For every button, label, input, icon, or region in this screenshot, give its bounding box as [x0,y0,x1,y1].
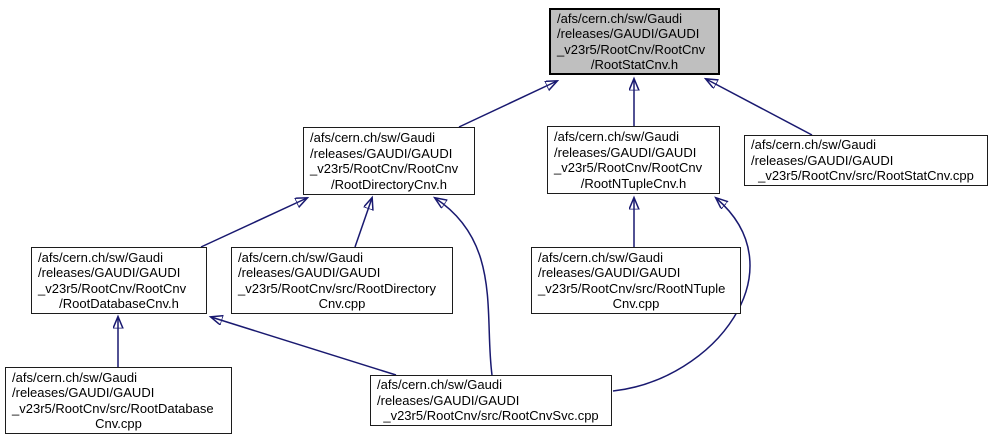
node-label-line: _v23r5/RootCnv/src/RootDatabase [12,400,214,416]
node-label-line: _v23r5/RootCnv/src/RootDirectory [238,280,436,296]
node-label-line: _v23r5/RootCnv/RootCnv [310,161,459,176]
node-label-line: /RootDatabaseCnv.h [59,296,179,311]
node-label-line: /afs/cern.ch/sw/Gaudi [557,10,682,26]
node-label-line: /releases/GAUDI/GAUDI [12,385,155,400]
node-label-line: _v23r5/RootCnv/src/RootStatCnv.cpp [758,168,974,184]
node-root-ntuple-cnv-h[interactable]: /afs/cern.ch/sw/Gaudi /releases/GAUDI/GA… [547,126,720,194]
node-label-line: Cnv.cpp [612,296,660,311]
node-label-line: /releases/GAUDI/GAUDI [554,144,697,160]
node-label-line: /releases/GAUDI/GAUDI [38,265,181,280]
node-label-line: /releases/GAUDI/GAUDI [557,26,700,41]
edge-rootstatcnv-cpp-to-rootstatcnv-h [706,79,813,136]
node-label-line: /afs/cern.ch/sw/Gaudi [377,377,502,393]
edge-rootdatabasecnv-h-to-rootdirectorycnv-h [200,198,307,248]
node-label-line: /afs/cern.ch/sw/Gaudi [12,369,137,385]
node-label-line: /afs/cern.ch/sw/Gaudi [538,249,663,265]
node-label-line: /releases/GAUDI/GAUDI [238,265,381,280]
node-label-line: _v23r5/RootCnv/RootCnv [554,160,703,175]
node-label-line: /afs/cern.ch/sw/Gaudi [554,129,679,144]
node-root-directory-cnv-h[interactable]: /afs/cern.ch/sw/Gaudi /releases/GAUDI/GA… [303,127,475,195]
node-label-line: _v23r5/RootCnv/RootCnv [38,280,187,296]
node-root-database-cnv-cpp[interactable]: /afs/cern.ch/sw/Gaudi /releases/GAUDI/GA… [5,367,232,434]
edge-rootcnvsvc-cpp-to-rootdatabasecnv-h [211,317,397,376]
node-label-line: /releases/GAUDI/GAUDI [538,265,681,280]
node-label-line: /releases/GAUDI/GAUDI [751,152,894,168]
node-label-line: /releases/GAUDI/GAUDI [377,392,520,408]
node-root-stat-cnv-cpp[interactable]: /afs/cern.ch/sw/Gaudi /releases/GAUDI/GA… [744,135,988,186]
node-root-ntuple-cnv-cpp[interactable]: /afs/cern.ch/sw/Gaudi /releases/GAUDI/GA… [531,247,741,314]
node-label-line: /afs/cern.ch/sw/Gaudi [751,137,876,153]
node-label-line: /RootDirectoryCnv.h [330,176,448,192]
node-label-line: /afs/cern.ch/sw/Gaudi [310,130,435,145]
node-label-line: /afs/cern.ch/sw/Gaudi [38,249,163,265]
edge-rootdirectorycnv-h-to-rootstatcnv-h [458,81,557,128]
node-root-database-cnv-h[interactable]: /afs/cern.ch/sw/Gaudi /releases/GAUDI/GA… [31,247,207,314]
node-root-directory-cnv-cpp[interactable]: /afs/cern.ch/sw/Gaudi /releases/GAUDI/GA… [231,247,453,314]
node-label-line: /releases/GAUDI/GAUDI [310,145,453,161]
node-label-line: _v23r5/RootCnv/src/RootNTuple [538,280,726,296]
node-root-cnv-svc-cpp[interactable]: /afs/cern.ch/sw/Gaudi /releases/GAUDI/GA… [370,375,612,426]
node-label-line: _v23r5/RootCnv/RootCnv [557,41,706,57]
node-label-line: /afs/cern.ch/sw/Gaudi [238,249,363,265]
node-label-line: /RootStatCnv.h [590,57,679,72]
node-label-line: _v23r5/RootCnv/src/RootCnvSvc.cpp [383,408,599,424]
node-label-line: Cnv.cpp [318,296,366,311]
node-label-line: /RootNTupleCnv.h [580,175,687,191]
node-label-line: Cnv.cpp [95,416,142,431]
edge-rootdirectorycnv-cpp-to-rootdirectorycnv-h [354,198,372,248]
node-root-stat-cnv-h[interactable]: /afs/cern.ch/sw/Gaudi /releases/GAUDI/GA… [549,8,720,75]
